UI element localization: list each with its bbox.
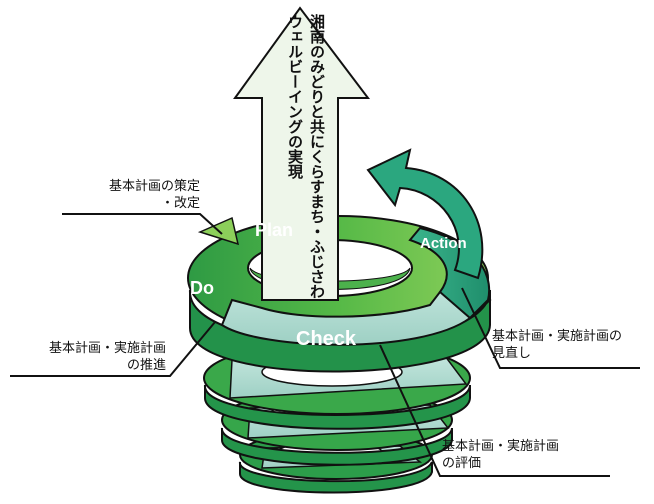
do-callout-line1: 基本計画・実施計画 <box>48 341 166 356</box>
do-callout: 基本計画・実施計画 の推進 <box>6 340 166 374</box>
action-callout-line2: 見直し <box>492 346 532 361</box>
action-leader <box>461 287 640 369</box>
check-leader <box>379 344 610 477</box>
plan-callout-line2: ・改定 <box>160 196 200 211</box>
phase-plan-label: Plan <box>255 220 293 240</box>
arrow-title-col1: 湘南のみどりと共にくらすまち・ふじさわ <box>308 14 326 299</box>
do-leader <box>10 321 216 377</box>
leader-lines <box>10 213 640 477</box>
arrow-title-col2: ウェルビーイングの実現 <box>286 14 304 179</box>
action-callout-line1: 基本計画・実施計画の <box>492 329 623 344</box>
phase-action-label: Action <box>420 235 467 252</box>
action-curved-arrow <box>366 148 484 280</box>
phase-do-label: Do <box>190 278 214 298</box>
plan-callout-line1: 基本計画の策定 <box>108 179 200 194</box>
check-callout: 基本計画・実施計画 の評価 <box>442 438 602 472</box>
check-callout-line1: 基本計画・実施計画 <box>442 439 560 454</box>
plan-callout: 基本計画の策定 ・改定 <box>60 178 200 212</box>
wellbeing-arrow <box>233 6 371 301</box>
action-callout: 基本計画・実施計画の 見直し <box>492 328 652 362</box>
phase-check-label: Check <box>296 328 357 350</box>
plan-leader <box>62 213 223 235</box>
do-callout-line2: の推進 <box>126 358 166 373</box>
check-callout-line2: の評価 <box>442 456 482 471</box>
